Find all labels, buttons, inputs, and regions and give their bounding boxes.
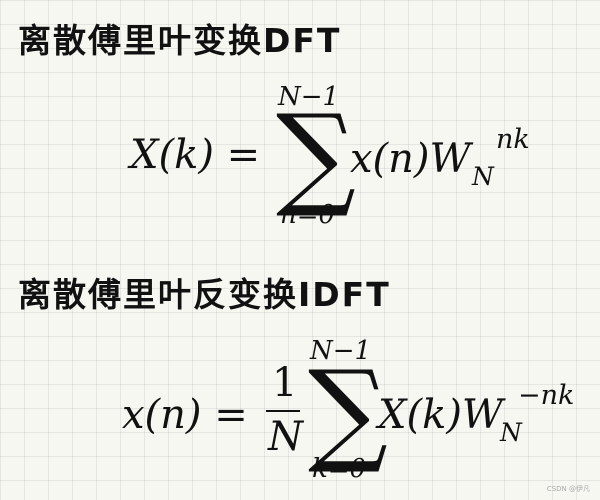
idft-sigma-symbol: ∑ — [308, 347, 388, 477]
dft-sigma-symbol: ∑ — [276, 91, 356, 221]
idft-summand: X(k)W — [378, 392, 504, 438]
dft-twiddle-subscript: N — [472, 162, 494, 191]
idft-sum-upper: N−1 — [310, 336, 372, 366]
idft-twiddle-superscript: −nk — [518, 380, 575, 411]
dft-sum-lower: n=0 — [280, 200, 336, 230]
idft-lhs: x(n) = — [122, 392, 248, 438]
idft-heading: 离散傅里叶反变换IDFT — [18, 275, 391, 314]
dft-summand: x(n)W — [350, 136, 471, 182]
idft-twiddle-subscript: N — [500, 418, 522, 447]
idft-fraction-bar — [266, 410, 300, 412]
dft-lhs: X(k) = — [130, 132, 261, 178]
idft-sum-lower: k=0 — [312, 454, 367, 484]
dft-sum-upper: N−1 — [278, 82, 340, 112]
idft-fraction-numerator: 1 — [272, 360, 298, 406]
dft-heading: 离散傅里叶变换DFT — [18, 21, 342, 60]
watermark: CSDN @伊凡 — [546, 485, 590, 493]
idft-fraction-denominator: N — [268, 414, 303, 460]
dft-twiddle-superscript: nk — [496, 124, 530, 155]
